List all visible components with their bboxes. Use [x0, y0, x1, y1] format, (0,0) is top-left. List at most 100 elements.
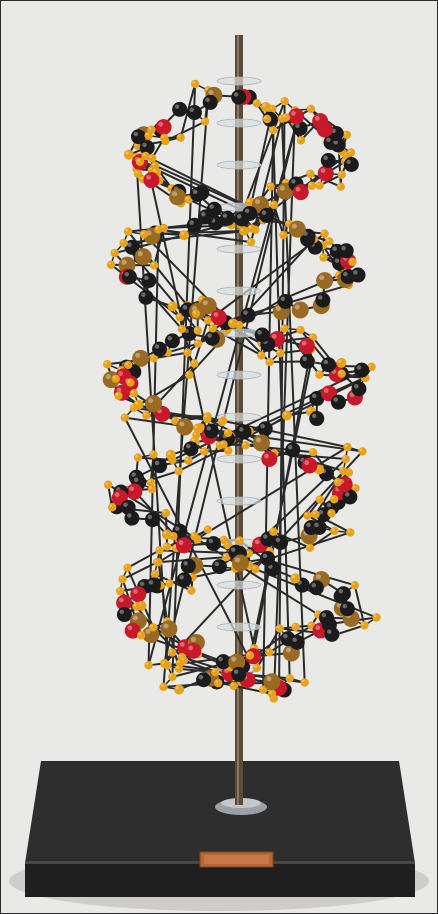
- atom-highlight: [343, 271, 348, 277]
- atom-highlight: [155, 226, 159, 230]
- atom-highlight: [207, 333, 212, 338]
- atom: [215, 654, 231, 670]
- atom-highlight: [266, 676, 272, 682]
- bond: [133, 374, 190, 409]
- atom: [262, 114, 272, 124]
- atom-highlight: [179, 326, 182, 329]
- atom: [143, 172, 160, 189]
- atom-highlight: [345, 492, 350, 497]
- atom: [224, 446, 233, 456]
- atom: [192, 430, 201, 440]
- atom-highlight: [205, 97, 210, 103]
- atom-highlight: [234, 557, 240, 563]
- atom-highlight: [148, 479, 151, 483]
- atom-highlight: [295, 123, 300, 128]
- atom-highlight: [167, 336, 173, 341]
- atom-highlight: [225, 430, 228, 433]
- atom: [219, 535, 228, 545]
- atom-highlight: [368, 364, 372, 367]
- atom-highlight: [271, 202, 274, 205]
- atom: [285, 442, 301, 458]
- atom-highlight: [148, 126, 152, 130]
- atom-highlight: [193, 310, 196, 314]
- atom-highlight: [333, 397, 339, 402]
- atom-highlight: [222, 213, 228, 218]
- atom: [154, 225, 163, 234]
- atom-highlight: [266, 548, 270, 551]
- atom: [258, 685, 268, 694]
- atom: [343, 442, 352, 452]
- atom: [231, 554, 249, 572]
- atom-highlight: [135, 454, 138, 458]
- atom-highlight: [311, 582, 317, 588]
- atom: [285, 674, 294, 683]
- atom: [308, 580, 324, 596]
- atom-highlight: [131, 472, 136, 477]
- atom-highlight: [195, 340, 198, 344]
- atom: [350, 581, 359, 590]
- atom: [124, 239, 140, 255]
- atom: [227, 318, 238, 329]
- atom-highlight: [326, 502, 332, 508]
- atom: [279, 230, 288, 240]
- spacer-disc: [216, 244, 262, 254]
- atom-highlight: [177, 660, 180, 663]
- atom-highlight: [267, 183, 271, 187]
- atom-highlight: [135, 401, 139, 405]
- atom: [316, 272, 334, 290]
- atom: [311, 519, 327, 535]
- bond: [126, 549, 160, 569]
- atom-highlight: [320, 168, 326, 173]
- atom-highlight: [152, 169, 156, 173]
- atom: [175, 537, 192, 554]
- atom: [185, 370, 194, 380]
- atom: [155, 546, 164, 555]
- atom: [183, 441, 199, 457]
- atom-highlight: [283, 114, 286, 118]
- atom: [155, 119, 172, 136]
- atom: [145, 395, 163, 413]
- atom: [267, 689, 277, 698]
- atom-highlight: [338, 370, 342, 374]
- atom: [241, 441, 250, 450]
- atom-highlight: [291, 179, 296, 184]
- atom-highlight: [301, 340, 307, 346]
- atom-highlight: [154, 344, 160, 349]
- atom-highlight: [323, 155, 328, 161]
- atom-highlight: [254, 539, 260, 545]
- atom: [301, 457, 318, 474]
- atom: [118, 575, 127, 584]
- atom-highlight: [191, 360, 195, 364]
- atom: [247, 224, 256, 233]
- atom: [119, 238, 128, 248]
- atom: [309, 411, 325, 427]
- atom-highlight: [326, 137, 331, 143]
- atom-highlight: [135, 170, 138, 174]
- atom-highlight: [307, 545, 310, 548]
- atom-highlight: [331, 528, 335, 531]
- atom: [210, 309, 227, 326]
- atom-highlight: [307, 408, 311, 412]
- atom: [130, 129, 146, 145]
- atom: [275, 624, 284, 633]
- atom: [280, 324, 289, 333]
- atom-highlight: [194, 425, 198, 428]
- atom-highlight: [149, 155, 152, 159]
- atom: [257, 421, 273, 437]
- atom-highlight: [204, 414, 207, 418]
- atom-highlight: [326, 629, 332, 634]
- atom-highlight: [287, 444, 293, 450]
- atom-highlight: [237, 214, 242, 219]
- atom: [312, 113, 329, 130]
- atom-highlight: [361, 622, 365, 626]
- atom-highlight: [154, 559, 157, 562]
- atom-highlight: [315, 611, 319, 615]
- atom: [183, 348, 192, 357]
- atom-highlight: [127, 513, 132, 518]
- atom-highlight: [311, 413, 317, 419]
- atom-highlight: [295, 186, 301, 192]
- atom-highlight: [286, 221, 289, 224]
- atom: [289, 634, 305, 650]
- atom: [277, 293, 293, 309]
- atom-highlight: [312, 511, 316, 515]
